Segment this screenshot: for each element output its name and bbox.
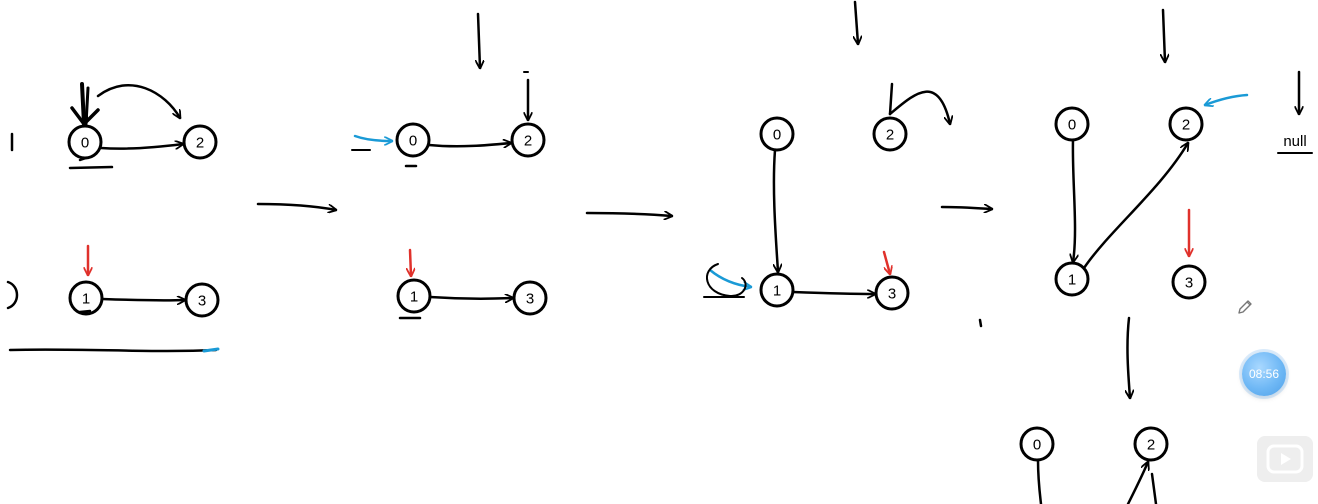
play-icon [1266,444,1304,474]
timer-badge[interactable]: 08:56 [1242,352,1286,396]
svg-text:3: 3 [1185,275,1193,292]
blue-pointer [1205,93,1249,105]
stage-3: 0 2 1 3 [703,0,983,328]
node-2: 2 [872,116,908,152]
svg-text:3: 3 [888,286,896,303]
top-pointer [478,12,480,70]
stage-4: 0 2 1 3 null [1054,8,1313,300]
node-2: 2 [182,124,218,160]
node-1: 1 [396,278,432,314]
svg-text:2: 2 [196,135,204,152]
edge-to-node-2 [1126,462,1148,504]
pencil-icon[interactable] [1236,298,1254,316]
node-3: 3 [1171,264,1207,300]
svg-text:3: 3 [526,291,534,308]
node-0: 0 [395,122,431,158]
pointer-move-arrow [96,84,180,118]
edge-0-1 [772,148,778,274]
svg-text:1: 1 [1068,272,1076,289]
stage-1-divider [8,348,218,353]
stage-2: 0 2 1 3 [351,12,548,320]
node-2: 2 [1168,106,1204,142]
svg-text:2: 2 [524,133,532,150]
node-0: 0 [1019,426,1055,462]
edge-0-2 [99,144,183,150]
svg-text:0: 0 [409,133,417,150]
node-3: 3 [512,280,548,316]
svg-text:3: 3 [198,293,206,310]
svg-text:2: 2 [1147,437,1155,454]
svg-text:0: 0 [1068,117,1076,134]
svg-text:0: 0 [773,127,781,144]
top-pointer [855,0,858,46]
node-0: 0 [759,116,795,152]
red-pointer [882,250,890,274]
node-0: 0 [67,124,103,160]
transition-arrow [585,213,672,216]
svg-text:1: 1 [82,291,90,308]
edge-1-3 [791,292,877,294]
top-pointer [1163,8,1165,64]
stage-5: 0 2 [1019,426,1169,504]
stage-1: 0 2 1 3 [6,82,220,353]
node-3: 3 [184,282,220,318]
edge-0-2 [427,143,511,146]
head-pointer [82,82,84,126]
edge-1-2 [1082,143,1188,270]
node-2: 2 [510,122,546,158]
blue-pointer [353,134,394,141]
transition-arrow [1127,316,1130,400]
pointer-on-node-2 [888,82,894,116]
svg-text:0: 0 [1033,437,1041,454]
blue-pointer [708,268,751,287]
node-0: 0 [1054,106,1090,142]
edge-0-1 [1073,138,1075,262]
edge-stub [1036,458,1043,504]
svg-text:1: 1 [773,283,781,300]
null-label: null [1283,133,1306,150]
transition-arrow [256,202,336,210]
timer-text: 08:56 [1248,367,1280,381]
svg-text:2: 2 [1182,117,1190,134]
node-1: 1 [759,272,795,308]
curved-pointer [888,90,950,124]
svg-text:0: 0 [81,135,89,152]
edge-1-3 [100,299,187,300]
red-pointer [410,248,411,278]
node-3: 3 [874,275,910,311]
svg-text:2: 2 [886,127,894,144]
svg-text:1: 1 [410,289,418,306]
node-1: 1 [68,280,104,316]
edge-1-3 [428,297,515,299]
transition-arrow [940,207,994,209]
node-2: 2 [1133,426,1169,462]
play-button[interactable] [1257,436,1313,482]
